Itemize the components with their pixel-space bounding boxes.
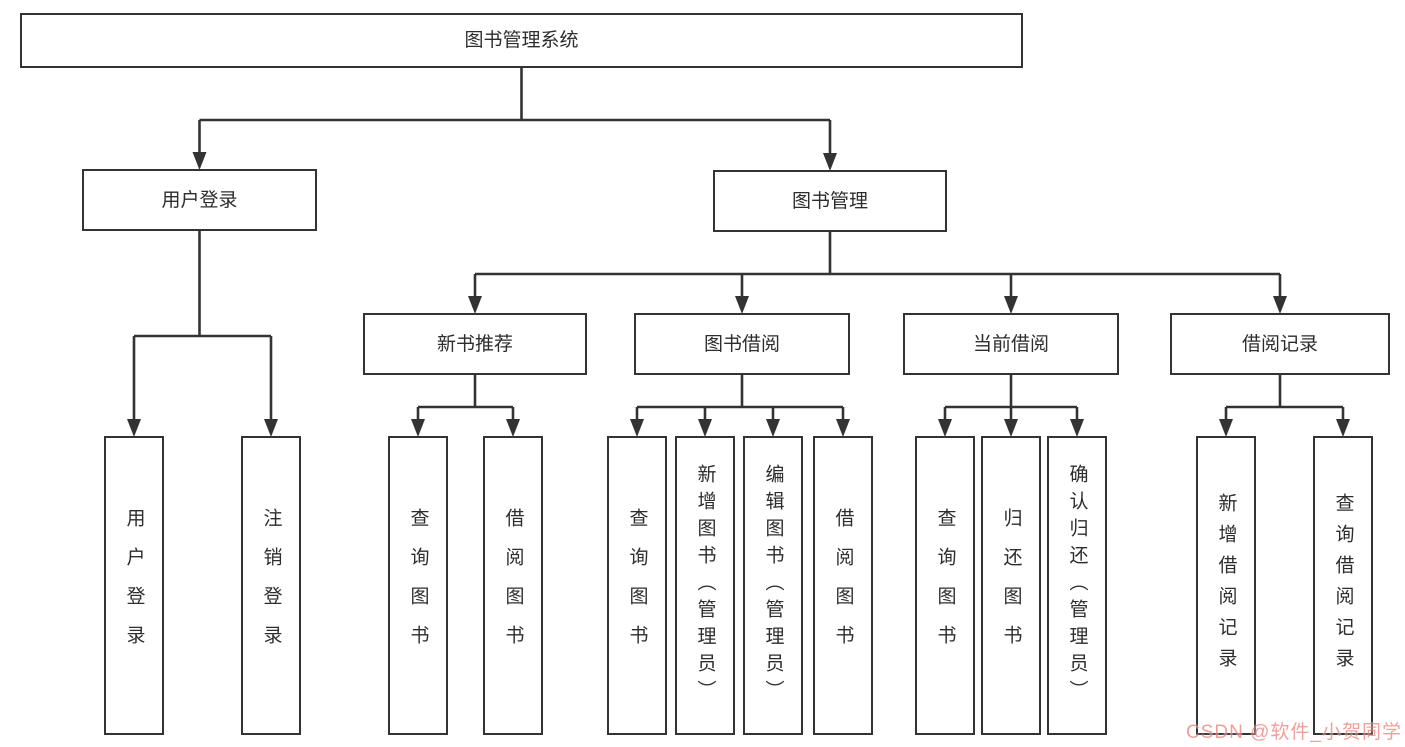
node-label: 借阅图书 [502,507,524,664]
node-label: 用户登录 [123,507,145,664]
node-cb-confirm: 确认归还（管理员） [1047,436,1107,735]
node-nb-borrow: 借阅图书 [483,436,543,735]
node-leaf-logout: 注销登录 [241,436,301,735]
node-label: 归还图书 [1000,507,1022,664]
node-label: 借阅记录 [1241,333,1318,355]
node-bb-add: 新增图书（管理员） [675,436,735,735]
node-new-book: 新书推荐 [363,313,587,375]
node-label: 图书借阅 [703,333,780,355]
node-label: 确认归还（管理员） [1066,464,1088,707]
node-label: 新书推荐 [436,333,513,355]
node-leaf-user-login: 用户登录 [104,436,164,735]
node-cb-return: 归还图书 [981,436,1041,735]
node-bb-edit: 编辑图书（管理员） [743,436,803,735]
node-cb-query: 查询图书 [915,436,975,735]
node-label: 注销登录 [260,507,282,664]
node-label: 新增图书（管理员） [694,464,716,707]
node-label: 借阅图书 [832,507,854,664]
node-bb-query: 查询图书 [607,436,667,735]
node-book-borrow: 图书借阅 [634,313,850,375]
node-user-login-module: 用户登录 [82,169,317,231]
node-label: 查询图书 [626,507,648,664]
node-bb-borrow: 借阅图书 [813,436,873,735]
node-label: 图书管理系统 [464,30,579,51]
node-label: 新增借阅记录 [1215,492,1237,679]
node-current-borrow: 当前借阅 [903,313,1119,375]
node-label: 用户登录 [161,189,238,211]
node-label: 查询图书 [934,507,956,664]
node-label: 图书管理 [791,190,868,212]
node-label: 查询借阅记录 [1332,492,1354,679]
node-root: 图书管理系统 [20,13,1023,68]
node-label: 编辑图书（管理员） [762,464,784,707]
csdn-watermark: CSDN @软件_小贺同学 [1186,722,1402,743]
node-book-mgmt: 图书管理 [713,170,947,232]
node-br-query: 查询借阅记录 [1313,436,1373,735]
node-br-add: 新增借阅记录 [1196,436,1256,735]
node-label: 当前借阅 [972,333,1049,355]
node-borrow-records: 借阅记录 [1170,313,1390,375]
node-nb-query: 查询图书 [388,436,448,735]
node-label: 查询图书 [407,507,429,664]
